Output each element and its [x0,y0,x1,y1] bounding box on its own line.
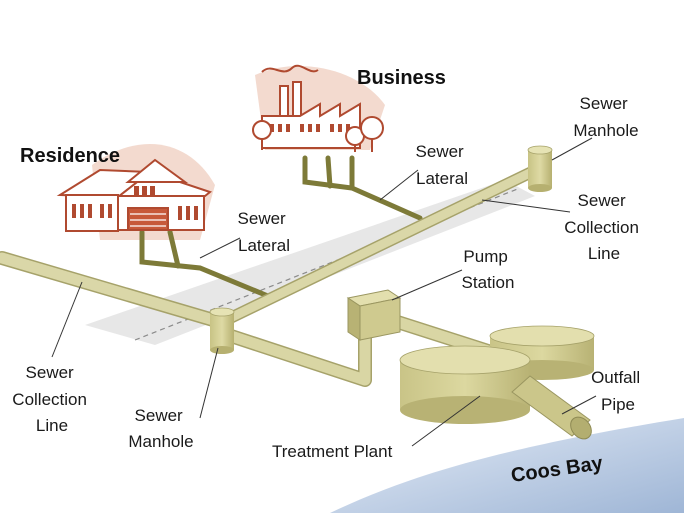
leader-outfall-pipe [561,395,597,415]
leader-collection-line-left [51,281,83,358]
leader-collection-line-right [481,199,571,213]
sewer-manhole-bottom-label: Sewer Manhole [128,406,193,451]
sewer-manhole-bottom-icon [209,307,235,354]
sewer-collection-line-right-label: Sewer Collection Line [564,191,643,263]
sewer-manhole-top-icon [527,145,553,192]
sewer-lateral-residence [139,229,271,299]
leader-pump-station [391,269,463,301]
tree-icon [252,116,384,152]
leader-sewer-lateral-top [379,169,419,201]
pump-station-icon [346,289,402,341]
factory-icon [261,64,361,149]
sewer-manhole-top-label: Sewer Manhole [573,94,638,140]
coos-bay-water [330,418,684,513]
leader-sewer-lateral-left [199,237,241,259]
treatment-plant-icon [399,345,531,424]
leader-treatment-plant [411,395,481,447]
leader-sewer-manhole-top [551,137,593,161]
house-icon [56,158,213,232]
business-label: Business [357,67,446,89]
outfall-pipe-label: Outfall Pipe [591,368,645,414]
sewer-lateral-left-label: Sewer Lateral [238,209,291,255]
residence-label: Residence [20,145,120,167]
sewer-collection-line-left-label: Sewer Collection Line [12,363,91,435]
treatment-plant-label: Treatment Plant [272,442,393,461]
pump-station-label: Pump Station [462,247,515,292]
leader-sewer-manhole-bottom [199,347,219,419]
sewer-lateral-top-label: Sewer Lateral [416,142,469,188]
outfall-pipe-icon [511,375,592,440]
sewer-lateral-business [302,155,423,221]
